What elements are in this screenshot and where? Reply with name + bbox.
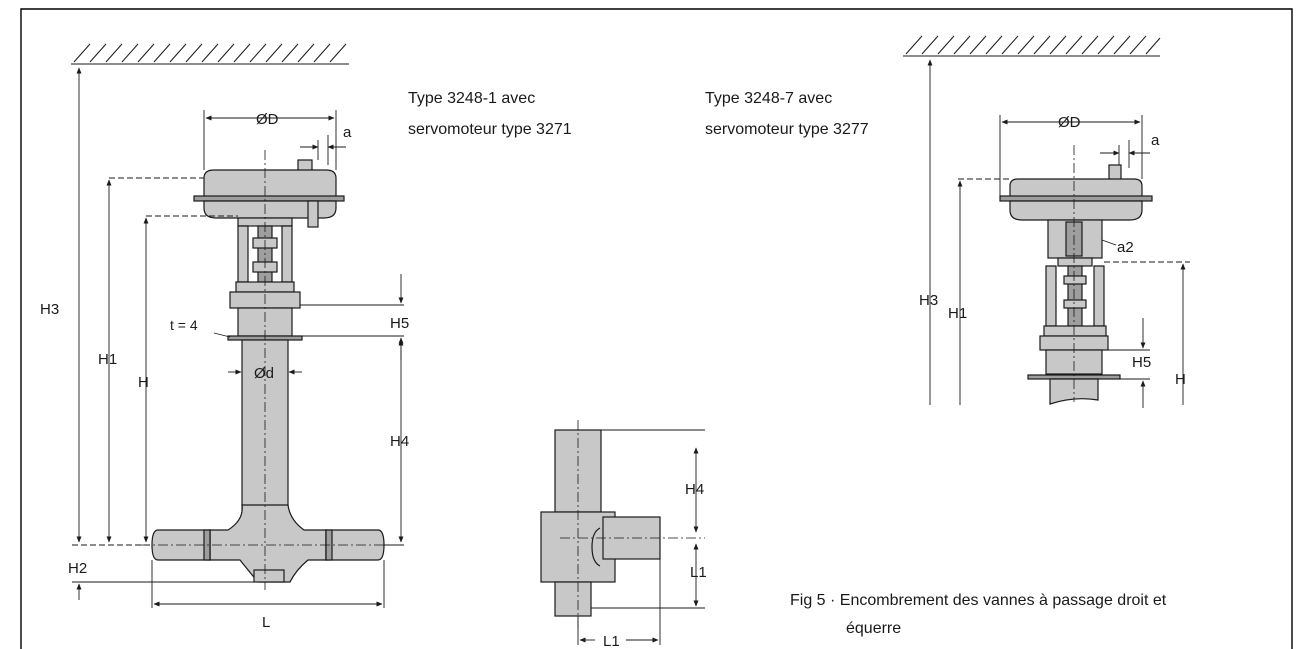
label-H1-left: H1 [98, 351, 117, 368]
stem-connector-right [1063, 275, 1087, 285]
label-L1-horizontal: L1 [603, 633, 620, 649]
label-L-left: L [262, 614, 270, 631]
yoke-nut-right [1043, 325, 1107, 337]
label-a-left: a [343, 124, 352, 141]
yoke-adapter [1057, 257, 1093, 267]
extension-bonnet-right [1049, 378, 1099, 405]
label-a2-right: a2 [1117, 239, 1134, 256]
label-phid-left: Ød [254, 365, 274, 382]
figure-caption-line1: Fig 5 · Encombrement des vannes à passag… [790, 592, 1167, 609]
actuator-lower-case [203, 200, 337, 219]
stem-nut-right [1063, 299, 1087, 309]
title-right-line2: servomoteur type 3277 [705, 121, 869, 138]
title-left-line2: servomoteur type 3271 [408, 121, 572, 138]
actuator-fitting [307, 200, 319, 228]
valve-body [209, 504, 327, 583]
label-H3-left: H3 [40, 301, 59, 318]
vent-plug-right [1108, 164, 1122, 181]
label-H2-left: H2 [68, 560, 87, 577]
valve-3277-drawing: ØD a a2 H3 H1 H5 H [903, 35, 1190, 408]
page-frame [20, 8, 1293, 649]
ceiling-hatch-left [71, 43, 349, 65]
label-L1-vertical: L1 [690, 564, 707, 581]
angle-valve-drawing: H4 L1 L1 [540, 420, 707, 649]
label-H1-right: H1 [948, 305, 967, 322]
label-phiD-right: ØD [1058, 114, 1081, 131]
valve-stem-right [1067, 265, 1083, 327]
actuator-flange-right [999, 195, 1153, 202]
actuator-upper-case [203, 169, 337, 199]
ceiling-hatch-right [903, 35, 1161, 57]
label-H3-right: H3 [919, 292, 938, 309]
actuator-upper-case-right [1009, 178, 1143, 199]
body-bottom-plug [253, 569, 285, 583]
label-H5-right: H5 [1132, 354, 1151, 371]
label-H-left: H [138, 374, 149, 391]
label-H4-angle: H4 [685, 481, 704, 498]
angle-body-curve [591, 527, 601, 567]
straight-valve-drawing: ØD a H3 H1 H t = 4 H5 Ød H4 H2 L [40, 43, 409, 631]
actuator-lower-case-right [1009, 200, 1143, 221]
label-phiD-left: ØD [256, 111, 279, 128]
angle-bottom-outlet [554, 581, 592, 617]
label-H4-left: H4 [390, 433, 409, 450]
label-t-left: t = 4 [170, 317, 198, 333]
actuator-flange [193, 195, 345, 202]
label-H-right: H [1175, 371, 1186, 388]
label-a-right: a [1151, 132, 1160, 149]
title-right-line1: Type 3248-7 avec [705, 90, 832, 107]
title-left-line1: Type 3248-1 avec [408, 90, 535, 107]
label-H5-left: H5 [390, 315, 409, 332]
figure-caption-line2: équerre [846, 620, 901, 637]
